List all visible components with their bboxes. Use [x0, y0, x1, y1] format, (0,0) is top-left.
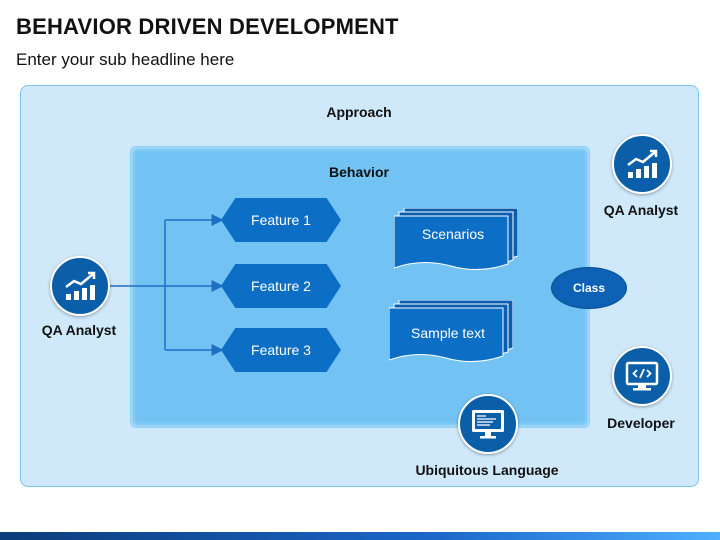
sample-text-document: Sample text [389, 300, 513, 362]
qa-analyst-right-label: QA Analyst [603, 202, 679, 218]
behavior-label: Behavior [329, 164, 389, 180]
feature-3-node: Feature 3 [221, 328, 341, 372]
feature-1-node: Feature 1 [221, 198, 341, 242]
page-subtitle: Enter your sub headline here [16, 50, 235, 69]
scenarios-document: Scenarios [394, 208, 518, 270]
ubiquitous-language-label: Ubiquitous Language [415, 462, 559, 478]
behavior-container [130, 146, 590, 428]
monitor-document-icon [472, 410, 504, 439]
qa-analyst-left-label: QA Analyst [41, 322, 117, 338]
approach-label: Approach [326, 104, 392, 120]
footer-bar [0, 532, 720, 540]
chart-growth-icon [627, 149, 658, 178]
feature-2-node: Feature 2 [221, 264, 341, 308]
class-node: Class [551, 267, 627, 309]
scenarios-label: Scenarios [421, 226, 485, 242]
developer-icon [612, 346, 672, 406]
developer-label: Developer [607, 415, 675, 431]
page-title: BEHAVIOR DRIVEN DEVELOPMENT [16, 14, 399, 39]
ubiquitous-language-icon [458, 394, 518, 454]
monitor-code-icon [625, 361, 659, 391]
chart-growth-icon [65, 271, 96, 300]
qa-analyst-left-icon [50, 256, 110, 316]
qa-analyst-right-icon [612, 134, 672, 194]
sample-text-label: Sample text [411, 325, 485, 341]
